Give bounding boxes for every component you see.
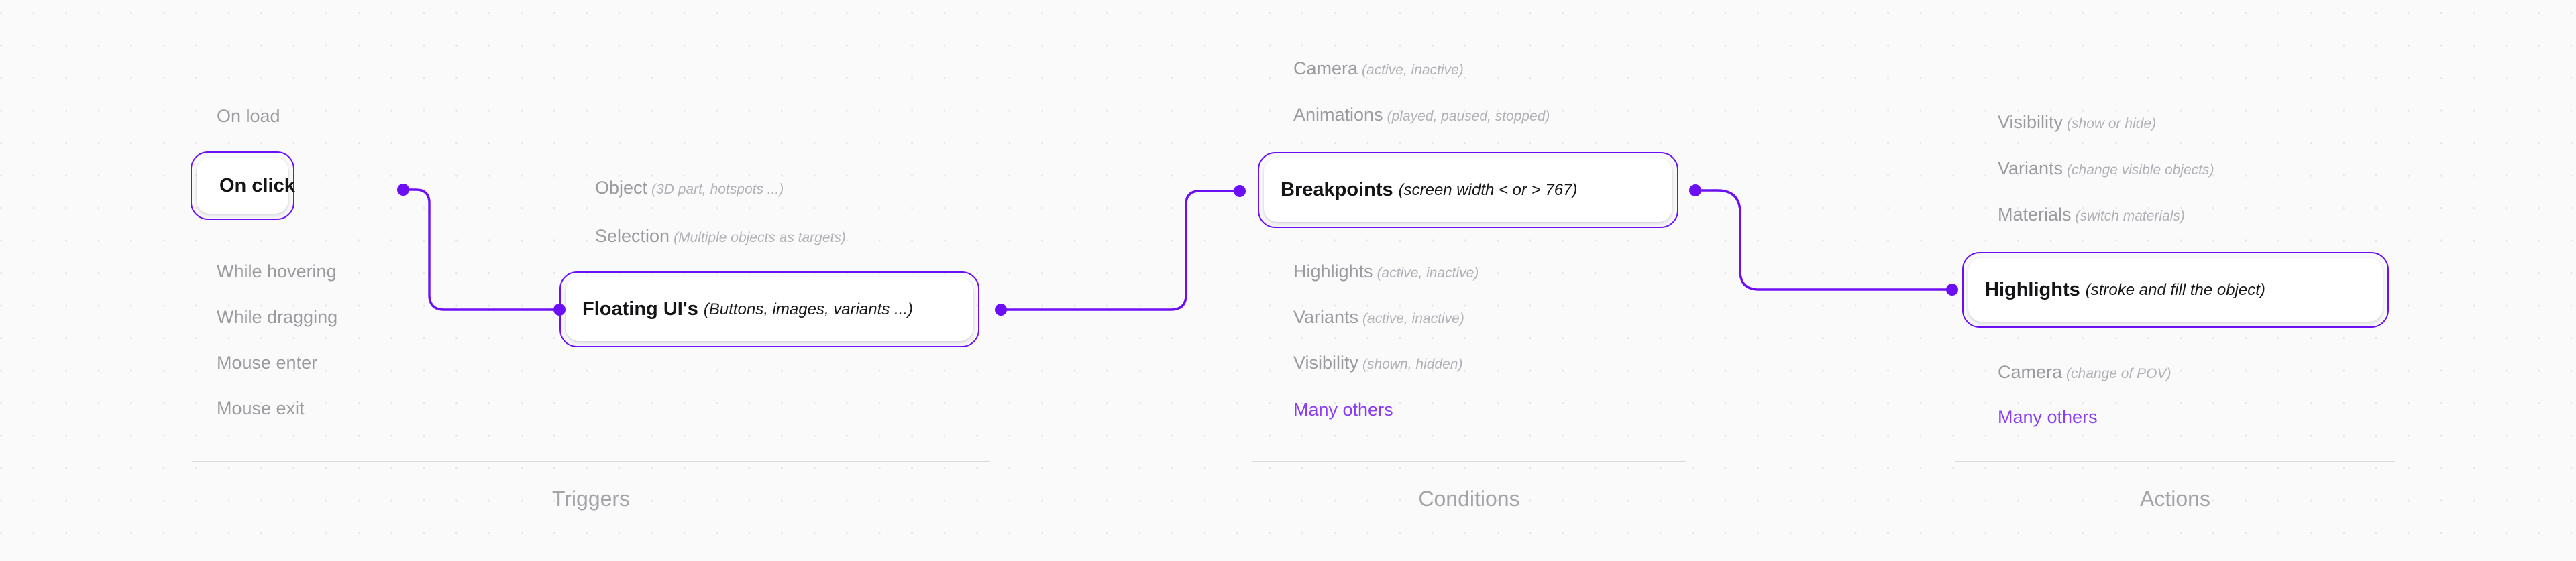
card-desc: (stroke and fill the object) <box>2085 280 2265 299</box>
item-desc: (3D part, hotspots ...) <box>651 182 784 197</box>
card-desc: (screen width < or > 767) <box>1398 180 1578 199</box>
action-card-highlights[interactable]: Highlights (stroke and fill the object) <box>1962 252 2389 328</box>
item-desc: (switch materials) <box>2075 208 2185 224</box>
item-title: While hovering <box>217 261 337 282</box>
item-desc: (active, inactive) <box>1362 62 1464 78</box>
trigger-item-while-dragging[interactable]: While dragging <box>217 308 337 326</box>
divider-conditions <box>1252 461 1686 462</box>
item-desc: (active, inactive) <box>1362 311 1464 326</box>
item-desc: (change of POV) <box>2066 366 2171 381</box>
item-title: Mouse exit <box>217 398 305 418</box>
trigger-item-mouse-enter[interactable]: Mouse enter <box>217 354 317 372</box>
card-title: Highlights <box>1985 279 2080 300</box>
item-title: Visibility <box>1998 112 2063 132</box>
action-item-visibility[interactable]: Visibility (show or hide) <box>1998 113 2156 131</box>
action-item-camera[interactable]: Camera(change of POV) <box>1998 363 2171 381</box>
trigger-item-object[interactable]: Object(3D part, hotspots ...) <box>595 179 784 197</box>
item-desc: (Multiple objects as targets) <box>674 230 846 245</box>
action-item-materials[interactable]: Materials(switch materials) <box>1998 206 2185 224</box>
trigger-card-floating-uis[interactable]: Floating UI's (Buttons, images, variants … <box>559 271 979 347</box>
item-title: While dragging <box>217 307 338 327</box>
item-title: Mouse enter <box>217 353 318 373</box>
divider-actions <box>1955 461 2395 462</box>
divider-triggers <box>192 461 990 462</box>
action-item-variants[interactable]: Variants(change visible objects) <box>1998 160 2214 178</box>
item-title: Many others <box>1998 407 2098 427</box>
card-surface: Highlights (stroke and fill the object) <box>1968 258 2383 322</box>
card-title: Breakpoints <box>1281 179 1393 200</box>
card-title: Floating UI's <box>582 298 698 320</box>
item-title: Variants <box>1998 158 2063 178</box>
item-title: Object <box>595 178 648 198</box>
item-title: Highlights <box>1293 261 1373 282</box>
item-desc: (change visible objects) <box>2067 162 2214 178</box>
item-desc: (played, paused, stopped) <box>1387 109 1550 124</box>
item-title: Materials <box>1998 204 2072 225</box>
section-label-actions: Actions <box>2140 487 2210 511</box>
item-title: Camera <box>1293 58 1358 78</box>
item-title: On load <box>217 106 280 126</box>
item-desc: (shown, hidden) <box>1362 357 1463 372</box>
section-label-triggers: Triggers <box>551 487 631 511</box>
action-item-many-others[interactable]: Many others <box>1998 408 2098 426</box>
item-desc: (active, inactive) <box>1377 265 1479 281</box>
item-title: Variants <box>1293 307 1359 327</box>
condition-item-visibility[interactable]: Visibility(shown, hidden) <box>1293 354 1462 372</box>
condition-item-camera[interactable]: Camera(active, inactive) <box>1293 60 1464 78</box>
condition-item-animations[interactable]: Animations (played, paused, stopped) <box>1293 106 1550 124</box>
trigger-item-mouse-exit[interactable]: Mouse exit <box>217 399 305 418</box>
card-surface: Breakpoints (screen width < or > 767) <box>1264 158 1672 222</box>
item-title: Selection <box>595 226 670 246</box>
card-surface: On click <box>197 158 295 214</box>
item-title: Camera <box>1998 362 2063 382</box>
card-title: On click <box>219 174 295 196</box>
trigger-item-selection[interactable]: Selection (Multiple objects as targets) <box>595 227 846 245</box>
trigger-item-on-load[interactable]: On load <box>217 107 280 125</box>
condition-card-breakpoints[interactable]: Breakpoints (screen width < or > 767) <box>1258 152 1678 228</box>
condition-item-highlights[interactable]: Highlights(active, inactive) <box>1293 263 1479 281</box>
trigger-item-while-hovering[interactable]: While hovering <box>217 263 337 281</box>
condition-item-many-others[interactable]: Many others <box>1293 401 1393 419</box>
card-desc: (Buttons, images, variants ...) <box>703 300 913 318</box>
condition-item-variants[interactable]: Variants(active, inactive) <box>1293 308 1464 326</box>
item-title: Many others <box>1293 399 1393 420</box>
item-desc: (show or hide) <box>2067 116 2157 131</box>
section-label-conditions: Conditions <box>1418 487 1520 511</box>
trigger-card-on-click[interactable]: On click <box>191 151 295 220</box>
item-title: Visibility <box>1293 353 1359 373</box>
card-surface: Floating UI's (Buttons, images, variants … <box>566 277 973 341</box>
item-title: Animations <box>1293 105 1383 125</box>
